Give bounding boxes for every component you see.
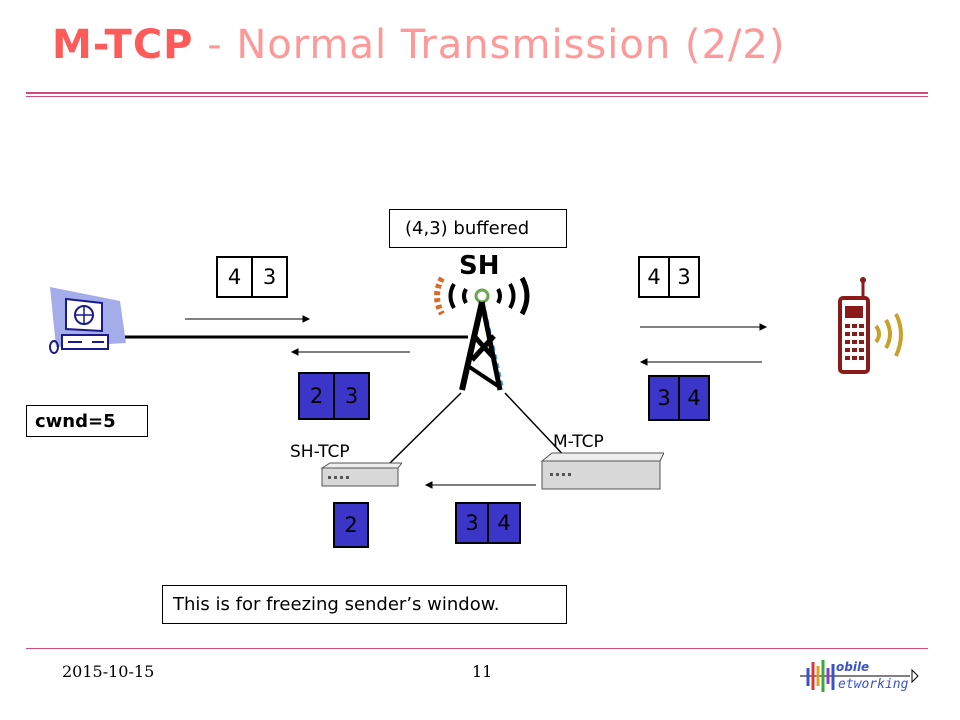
mobile-networking-logo bbox=[800, 660, 919, 692]
arrow-right-forward-head bbox=[759, 323, 768, 331]
packet-bottom-mid: 3 4 bbox=[455, 502, 521, 544]
packet-cell: 4 bbox=[489, 504, 519, 542]
page-title: M-TCP - Normal Transmission (2/2) bbox=[52, 22, 786, 68]
router-icon bbox=[540, 452, 664, 490]
packet-cell: 2 bbox=[335, 504, 367, 546]
title-divider-thin bbox=[26, 96, 928, 97]
title-divider bbox=[26, 92, 928, 94]
arrow-right-back-head bbox=[639, 358, 648, 366]
sh-label: SH bbox=[459, 251, 500, 281]
arrow-left-forward-head bbox=[302, 315, 311, 323]
sh-tcp-label: SH-TCP bbox=[290, 442, 350, 462]
logo-text-top: obile bbox=[836, 660, 870, 674]
mobile-phone-icon bbox=[838, 277, 903, 374]
packet-cell: 4 bbox=[218, 258, 253, 296]
page-number: 11 bbox=[472, 662, 493, 681]
cwnd-label: cwnd=5 bbox=[26, 405, 148, 437]
packet-cell: 3 bbox=[650, 377, 680, 419]
packet-cell: 3 bbox=[670, 258, 698, 296]
packet-cell: 3 bbox=[457, 504, 489, 542]
arrow-left-back-head bbox=[290, 348, 299, 356]
arrow-routers-head bbox=[424, 481, 433, 489]
packet-bottom-left: 2 bbox=[333, 502, 369, 548]
footer-divider bbox=[26, 648, 928, 649]
packet-right-ack: 3 4 bbox=[648, 375, 710, 421]
tower-to-m-router bbox=[504, 392, 571, 463]
m-tcp-label: M-TCP bbox=[553, 432, 604, 452]
packet-cell: 2 bbox=[300, 374, 335, 418]
title-main: M-TCP bbox=[52, 22, 194, 68]
buffered-callout: (4,3) buffered bbox=[389, 209, 567, 248]
packet-right-top: 4 3 bbox=[638, 256, 700, 298]
packet-cell: 4 bbox=[680, 377, 708, 419]
tower-to-sh-router bbox=[387, 392, 462, 466]
logo-text-bottom: etworking bbox=[838, 677, 909, 692]
packet-left-ack: 2 3 bbox=[298, 372, 370, 420]
antenna-tower-icon bbox=[434, 276, 530, 391]
note-callout: This is for freezing sender’s window. bbox=[162, 585, 567, 624]
packet-cell: 3 bbox=[335, 374, 368, 418]
computer-icon bbox=[49, 287, 126, 354]
packet-cell: 3 bbox=[253, 258, 286, 296]
router-icon bbox=[320, 462, 402, 487]
footer-date: 2015-10-15 bbox=[62, 662, 155, 681]
packet-left-top: 4 3 bbox=[216, 256, 288, 298]
title-rest: - Normal Transmission (2/2) bbox=[193, 22, 786, 68]
packet-cell: 4 bbox=[640, 258, 670, 296]
